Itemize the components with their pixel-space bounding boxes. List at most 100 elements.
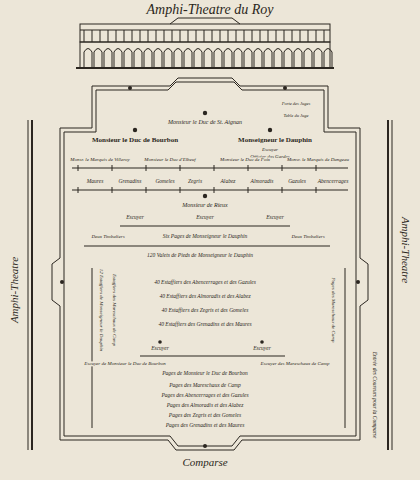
rank-tick: [180, 165, 181, 171]
gallery-post: [100, 30, 101, 42]
gallery-post: [108, 30, 109, 42]
arcade-arch: [274, 49, 282, 69]
plan-label: Escuyer: [150, 346, 170, 352]
gallery-post: [116, 30, 117, 42]
building-base: [76, 67, 334, 69]
arcade-arch: [124, 49, 132, 69]
gallery-post: [132, 30, 133, 42]
pediment: [170, 18, 240, 24]
plan-label: Monsr. le Marquis de Villeroy: [69, 157, 130, 162]
gallery-post: [268, 30, 269, 42]
arcade-arch: [244, 49, 252, 69]
left-stand: [28, 120, 29, 450]
gallery-post: [172, 30, 173, 42]
rank-tick: [248, 187, 249, 193]
left-barrier: [64, 132, 92, 436]
plan-label: Gazules: [287, 179, 307, 185]
plan-label: Alabez: [220, 179, 237, 185]
plan-label: Pages des Mareschaux de Camp: [168, 383, 242, 389]
gallery-post: [300, 30, 301, 42]
plan-label: Monsieur le Duc de Foix: [219, 157, 271, 162]
gallery-post: [252, 30, 253, 42]
plan-label: Comparse: [181, 457, 228, 469]
plan-label: Porte des Juges: [281, 102, 312, 107]
rank-tick: [282, 165, 283, 171]
plan-label: Escuyer: [125, 215, 145, 221]
barrier: [60, 78, 360, 128]
plan-label: Pages des Abencerrages et des Gazules: [160, 393, 249, 399]
plan-label: Monsieur de Rieux: [181, 202, 228, 208]
right-barrier: [328, 132, 356, 436]
arcade-arch: [314, 49, 322, 69]
plan-label: Pages des Almoradis et des Alabez: [166, 403, 245, 409]
gallery-post: [156, 30, 157, 42]
plan-label: Deux Timbaliers: [290, 234, 325, 239]
gallery-post: [276, 30, 277, 42]
plan-label: Six Pages de Monseigneur le Dauphin: [162, 234, 248, 240]
rank-ticks: [78, 165, 316, 193]
gallery-post: [316, 30, 317, 42]
rank-line: [72, 168, 348, 169]
barrier: [64, 82, 356, 132]
gallery-posts: [84, 30, 332, 68]
plan-label: Zegris: [187, 179, 203, 185]
plan-label: Gomeles: [154, 179, 175, 185]
rank-tick: [78, 187, 79, 193]
plan-label: Grenadins: [117, 179, 142, 185]
arcade-arch: [164, 49, 172, 69]
plan-label: Abencerrages: [317, 179, 350, 185]
arcade-arch: [114, 49, 122, 69]
rank-tick: [282, 187, 283, 193]
gallery-post: [308, 30, 309, 42]
gallery-post: [244, 30, 245, 42]
rank-tick: [316, 187, 317, 193]
plan-label: Monsieur le Duc de Bourbon: [91, 137, 179, 144]
plan-label: Amphi-Theatre: [399, 216, 411, 284]
gallery-post: [236, 30, 237, 42]
position-dots: [60, 86, 360, 448]
plan-label: Monsieur le Duc de St. Aignan: [167, 119, 243, 125]
plan-label: Escuyer: [265, 215, 285, 221]
arcade-arch: [144, 49, 152, 69]
right-barrier: [328, 128, 368, 440]
bottom-barrier: [92, 440, 328, 450]
rank-tick: [248, 165, 249, 171]
right-stand: [387, 120, 389, 450]
left-barrier: [52, 128, 92, 440]
gallery-post: [284, 30, 285, 42]
arcade-arch: [204, 49, 212, 69]
gallery-post: [292, 30, 293, 42]
gallery-post: [188, 30, 189, 42]
arcade-arch: [324, 49, 332, 69]
plan-label: Monseigneur le Dauphin: [237, 137, 313, 144]
plan-label: Monsieur le Duc d'Elbeuf: [143, 157, 196, 162]
gallery-post: [196, 30, 197, 42]
gallery-post: [148, 30, 149, 42]
plan-label: Maures: [86, 179, 105, 185]
arcade-arch: [284, 49, 292, 69]
arcade-arch: [264, 49, 272, 69]
gallery-post: [212, 30, 213, 42]
rank-tick: [214, 165, 215, 171]
rank-tick: [112, 165, 113, 171]
arcade-arch: [104, 49, 112, 69]
arcade-arch: [214, 49, 222, 69]
file-line: [345, 268, 346, 428]
gallery-post: [84, 30, 85, 42]
rank-tick: [146, 165, 147, 171]
gallery-post: [228, 30, 229, 42]
gallery-post: [260, 30, 261, 42]
arcade-arch: [234, 49, 242, 69]
arcade-arch: [84, 49, 92, 69]
file-line: [92, 268, 93, 428]
arcade-arch: [174, 49, 182, 69]
arcade-arch: [184, 49, 192, 69]
plan-label: 40 Estaffiers des Almoradis et des Alabe…: [158, 294, 251, 300]
arcade-arch: [304, 49, 312, 69]
plan-label: Pages de Monsieur le Duc de Bourbon: [161, 371, 249, 377]
arena-plan: [28, 18, 392, 450]
gallery-post: [204, 30, 205, 42]
rank-tick: [112, 187, 113, 193]
